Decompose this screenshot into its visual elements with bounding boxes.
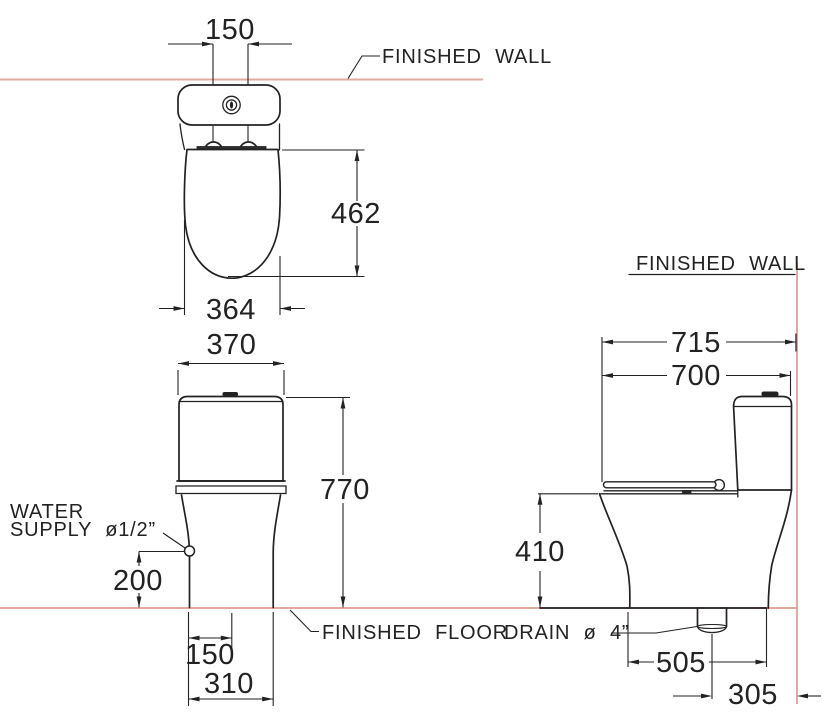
finished-floor-label: FINISHED FLOOR xyxy=(322,622,508,644)
arrowhead xyxy=(755,659,767,665)
arrowhead xyxy=(178,361,189,366)
body-back-profile xyxy=(767,489,793,609)
arrowhead xyxy=(340,397,346,409)
water-supply-label-line1: WATER xyxy=(10,501,84,523)
flush-button-outer xyxy=(222,95,241,115)
flush-button-side xyxy=(761,391,779,397)
arrowhead xyxy=(602,339,613,345)
arrowhead xyxy=(248,41,259,47)
water-supply-inlet xyxy=(183,545,196,557)
bowl-front-profile xyxy=(598,492,631,609)
arrowhead xyxy=(797,693,808,699)
front-view: 370 WATER SUPPLY ø1/2” 200 xyxy=(10,329,698,706)
dim-side-body-depth: 700 xyxy=(671,360,721,392)
finished-wall-top-label: FINISHED WALL xyxy=(382,46,552,68)
arrowhead xyxy=(537,493,543,505)
top-view: FINISHED WALL 150 462 xyxy=(159,14,552,326)
dim-side-overall-depth: 715 xyxy=(671,327,721,359)
flush-button-inner xyxy=(225,99,238,111)
arrowhead xyxy=(628,659,639,665)
drain-pipe-rim xyxy=(696,623,728,630)
dim-front-total-height: 770 xyxy=(320,474,370,506)
arrowhead xyxy=(354,150,360,161)
flush-button-slot xyxy=(229,101,234,109)
water-supply-leader xyxy=(162,532,186,549)
arrowhead xyxy=(262,696,274,702)
arrowhead xyxy=(273,361,284,366)
finished-floor-leader xyxy=(289,609,319,633)
body-edge-left xyxy=(179,123,186,151)
drain-label: DRAIN ø 4” xyxy=(504,622,629,644)
drain-pipe-bottom xyxy=(696,625,728,634)
dim-top-hole-spacing: 150 xyxy=(205,14,255,46)
finished-wall-side-label: FINISHED WALL xyxy=(636,253,806,275)
arrowhead xyxy=(340,596,346,608)
arrowhead xyxy=(188,696,200,702)
dim-front-supply-height: 200 xyxy=(113,565,163,597)
dim-front-bolt-offset: 150 xyxy=(185,639,235,671)
arrowhead xyxy=(779,373,791,378)
arrowhead xyxy=(173,306,185,311)
side-view: FINISHED WALL 715 700 xyxy=(515,253,821,711)
dim-side-base-depth: 505 xyxy=(656,647,706,679)
tank-plan-outline xyxy=(177,84,281,126)
water-supply-label-line2: SUPPLY ø1/2” xyxy=(10,519,156,541)
seat-side-profile xyxy=(602,481,717,489)
arrowhead xyxy=(537,596,543,608)
arrowhead xyxy=(136,596,142,608)
dim-side-bowl-height: 410 xyxy=(515,536,565,568)
dim-front-base-width: 310 xyxy=(204,668,254,700)
tank-side-outline xyxy=(732,395,793,491)
drain-leader xyxy=(611,625,698,634)
arrowhead xyxy=(202,41,213,47)
arrowhead xyxy=(220,635,232,641)
seat-lid-outline xyxy=(183,148,281,279)
tank-front-outline xyxy=(178,395,284,482)
dim-side-drain-to-wall: 305 xyxy=(728,679,778,711)
arrowhead xyxy=(188,635,200,641)
flush-button-front xyxy=(222,392,238,397)
arrowhead xyxy=(136,551,142,563)
finished-wall-leader xyxy=(347,55,380,79)
dim-top-seat-depth: 462 xyxy=(331,198,381,230)
arrowhead xyxy=(602,373,613,378)
arrowhead xyxy=(280,306,291,311)
dim-front-tank-width: 370 xyxy=(207,329,257,361)
arrowhead xyxy=(701,693,712,699)
arrowhead xyxy=(785,339,796,345)
pedestal-right-edge xyxy=(272,494,282,609)
arrowhead xyxy=(354,265,360,277)
dim-top-seat-width: 364 xyxy=(206,294,256,326)
